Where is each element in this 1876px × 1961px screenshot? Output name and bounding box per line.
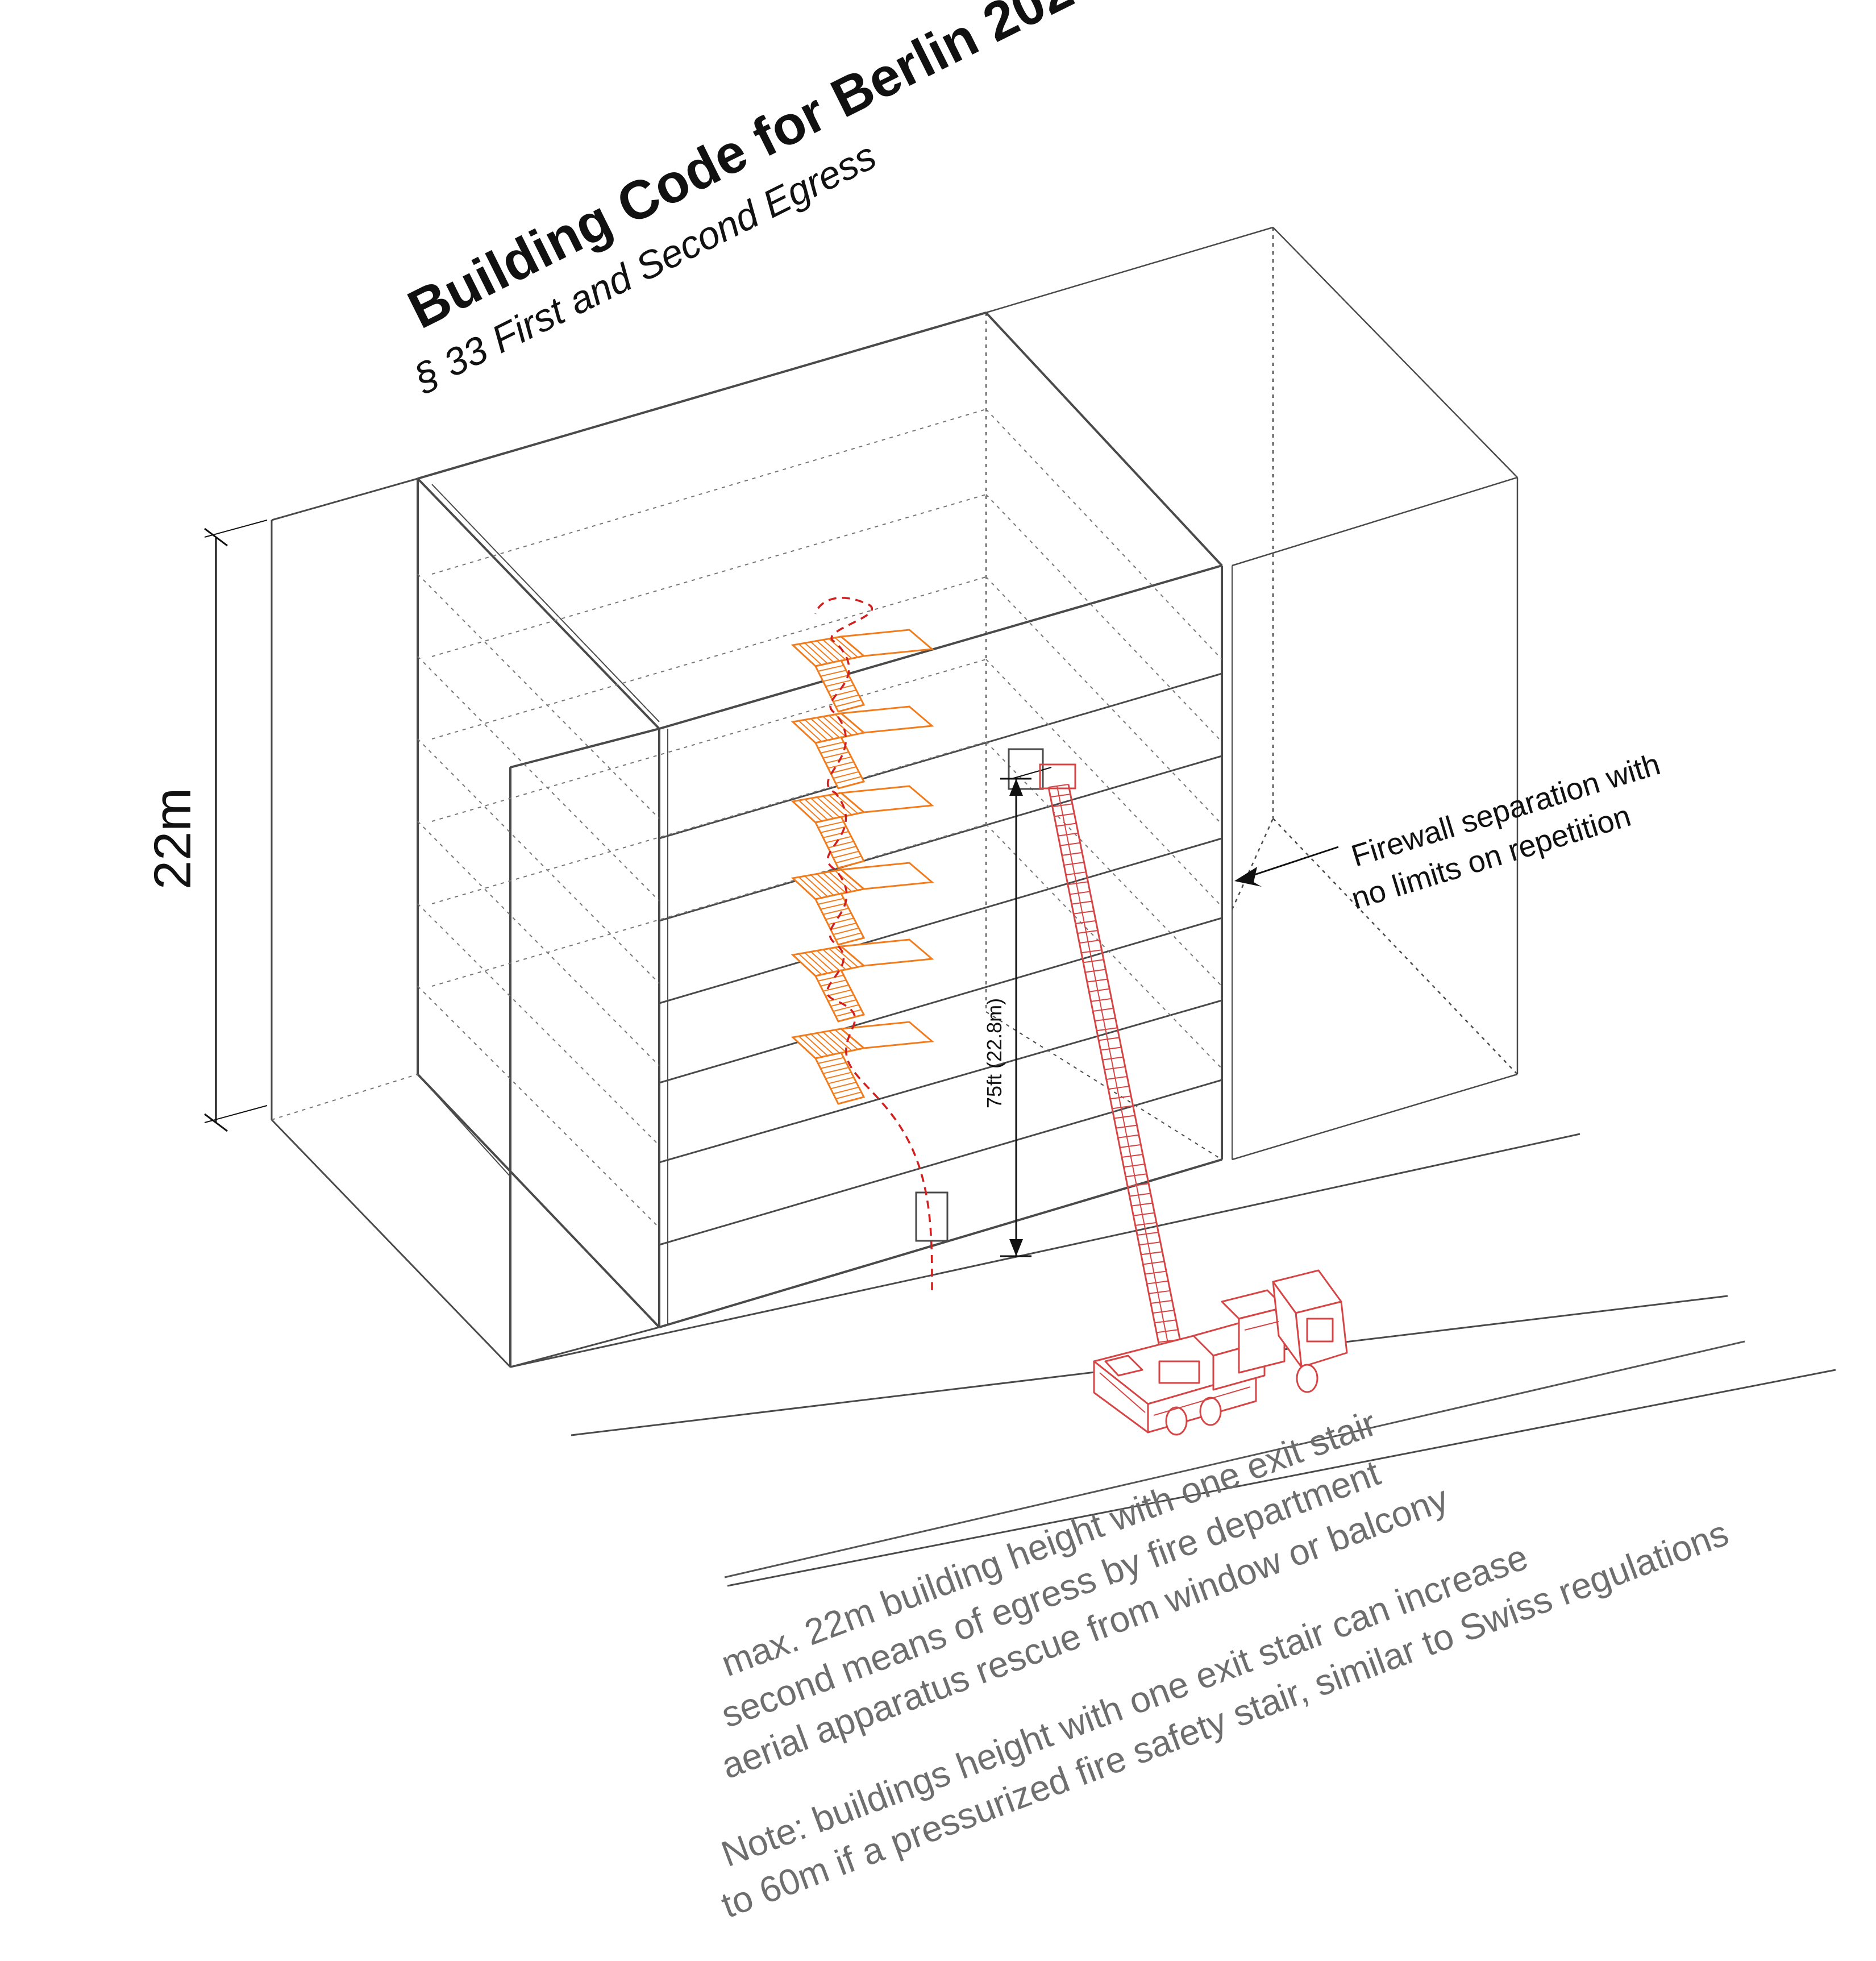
fire-truck-icon: [1093, 1269, 1348, 1436]
callout-arrow-line: [1247, 846, 1339, 878]
right-neighbor-block: [985, 226, 1519, 1161]
stair-flight: [791, 1021, 934, 1105]
firewall-callout: Firewall separation with no limits on re…: [1234, 747, 1664, 916]
height-dimension-label: 22m: [144, 788, 202, 890]
notes-block: max. 22m building height with one exit s…: [716, 1340, 1745, 1926]
main-building-outline: [417, 311, 1233, 1367]
rescue-window: [1008, 748, 1044, 790]
stair-flight: [791, 705, 934, 790]
interior-floor-lines: [271, 409, 1222, 1228]
floor-lines: [659, 672, 1222, 1246]
egress-path: [814, 597, 933, 1291]
stair-flight: [791, 785, 934, 869]
ladder-height-label: 75ft (22.8m): [983, 998, 1006, 1108]
stair-flight: [791, 862, 934, 946]
aerial-ladder: [1039, 763, 1189, 1382]
exit-stair: [791, 629, 934, 1105]
height-dimension: [204, 520, 268, 1132]
arrow-left-icon: [1234, 867, 1262, 887]
stair-flight: [791, 938, 934, 1023]
left-neighbor-block: [271, 477, 660, 1368]
building-massing: [271, 226, 1836, 1587]
notes-divider: [724, 1340, 1745, 1578]
diagram-title: Building Code for Berlin 2020 (Germany): [399, 0, 1367, 340]
diagram-heading: Building Code for Berlin 2020 (Germany) …: [399, 0, 1367, 400]
ladder-height-dimension: [1000, 767, 1052, 1257]
entrance-door: [915, 1191, 949, 1242]
ladder-rungs: [1048, 784, 1188, 1382]
ladder-basket: [1039, 763, 1076, 790]
